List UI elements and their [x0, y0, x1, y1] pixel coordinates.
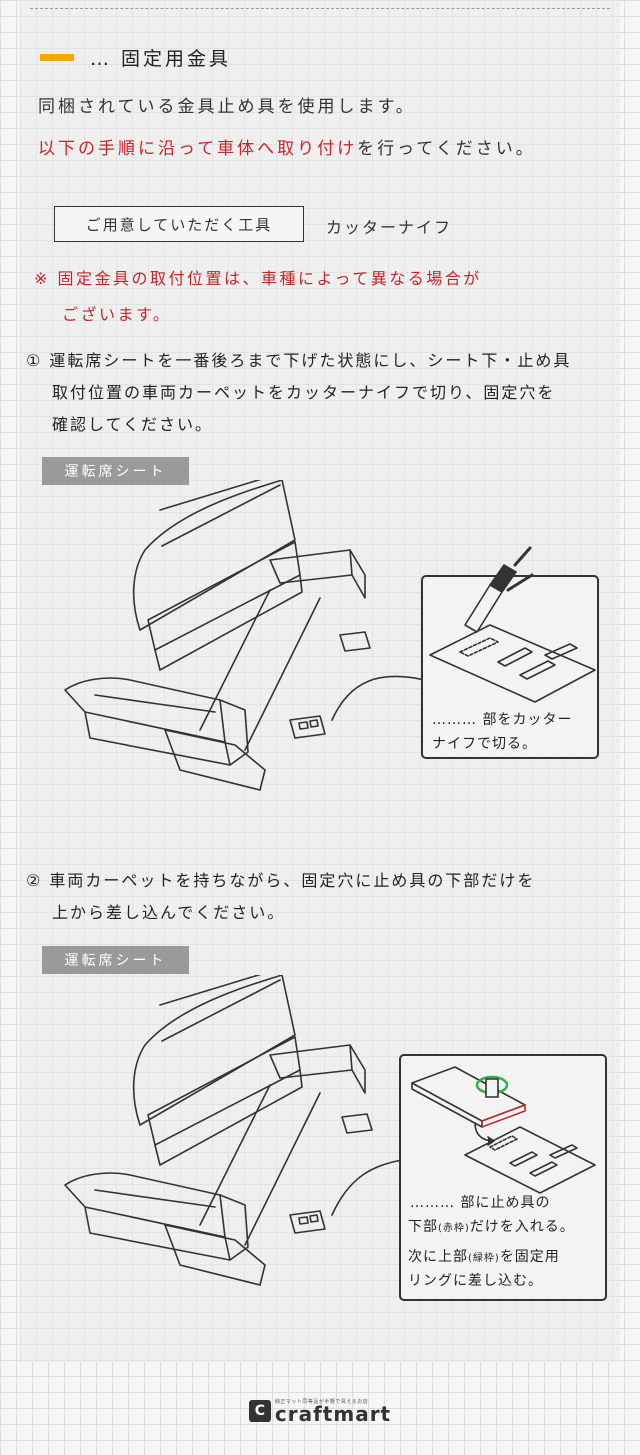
intro-line-1: 同梱されている金具止め具を使用します。 — [38, 97, 416, 117]
callout-text-green-frame: (緑枠) — [468, 1251, 500, 1264]
top-divider — [30, 8, 610, 9]
intro-line-2: 以下の手順に沿って車体へ取り付けを行ってください。 — [38, 134, 536, 159]
step1-badge: 運転席シート — [42, 457, 189, 485]
step2-callout-box — [399, 1054, 607, 1301]
step1-callout-line-1: ……… 部をカッター — [432, 712, 572, 728]
step1-line-3: 確認してください。 — [52, 415, 214, 434]
carpet-cut-diagram — [429, 624, 596, 703]
step2-illustration: ……… 部に止め具の 下部(赤枠)だけを入れる。 次に上部(緑枠)を固定用 リン… — [64, 975, 607, 1301]
step2-callout-line-1: ……… 部に止め具の — [410, 1195, 550, 1211]
callout-text-lower: 下部 — [408, 1219, 438, 1235]
notice-line-1: ※ 固定金具の取付位置は、車種によって異なる場合が — [34, 269, 482, 288]
step1-callout-box — [421, 575, 599, 759]
seat-drawing — [64, 480, 371, 791]
tool-name: カッターナイフ — [326, 218, 453, 237]
step2-callout-line-3: 次に上部(緑枠)を固定用 — [408, 1249, 560, 1265]
callout-pointer — [331, 675, 426, 721]
callout-pointer — [331, 1159, 403, 1216]
notice-line-2: ございます。 — [62, 305, 172, 324]
seat-drawing — [64, 975, 373, 1286]
callout-text-red-frame: (赤枠) — [438, 1221, 470, 1234]
step2-callout-line-4: リングに差し込む。 — [408, 1273, 543, 1289]
step2-callout-line-2: 下部(赤枠)だけを入れる。 — [408, 1219, 575, 1235]
cutter-knife-icon — [464, 546, 534, 633]
callout-text-upper: 次に上部 — [408, 1249, 468, 1265]
section-heading: … 固定用金具 — [40, 44, 231, 71]
step2-badge: 運転席シート — [42, 946, 189, 974]
footer: C 純正マット同等品が手軽で買えるお店 craftmart — [0, 1398, 640, 1426]
tools-box: ご用意していただく工具 — [54, 206, 304, 242]
intro-line-2-red: 以下の手順に沿って車体へ取り付け — [38, 139, 358, 159]
accent-bar — [40, 54, 74, 61]
callout-text-fix: を固定用 — [500, 1249, 560, 1265]
craftmart-logo: C 純正マット同等品が手軽で買えるお店 craftmart — [248, 1398, 392, 1426]
step1-illustration: ……… 部をカッター ナイフで切る。 — [64, 480, 599, 791]
logo-text: 純正マット同等品が手軽で買えるお店 craftmart — [274, 1398, 392, 1426]
step1-line-2: 取付位置の車両カーペットをカッターナイフで切り、固定穴を — [52, 383, 556, 402]
step2-line-1: ② 車両カーペットを持ちながら、固定穴に止め具の下部だけを — [26, 871, 536, 890]
fastener-diagram — [411, 1066, 596, 1194]
callout-text-insert: だけを入れる。 — [470, 1219, 575, 1235]
section-heading-text: … 固定用金具 — [90, 48, 232, 70]
step2-line-2: 上から差し込んでください。 — [52, 903, 286, 922]
logo-tagline: 純正マット同等品が手軽で買えるお店 — [274, 1399, 369, 1405]
step1-callout-line-2: ナイフで切る。 — [432, 736, 537, 752]
step1-line-1: ① 運転席シートを一番後ろまで下げた状態にし、シート下・止め具 — [26, 351, 572, 370]
logo-mark-icon: C — [248, 1399, 271, 1422]
logo-name: craftmart — [274, 1402, 392, 1426]
intro-line-2-rest: を行ってください。 — [357, 139, 536, 159]
